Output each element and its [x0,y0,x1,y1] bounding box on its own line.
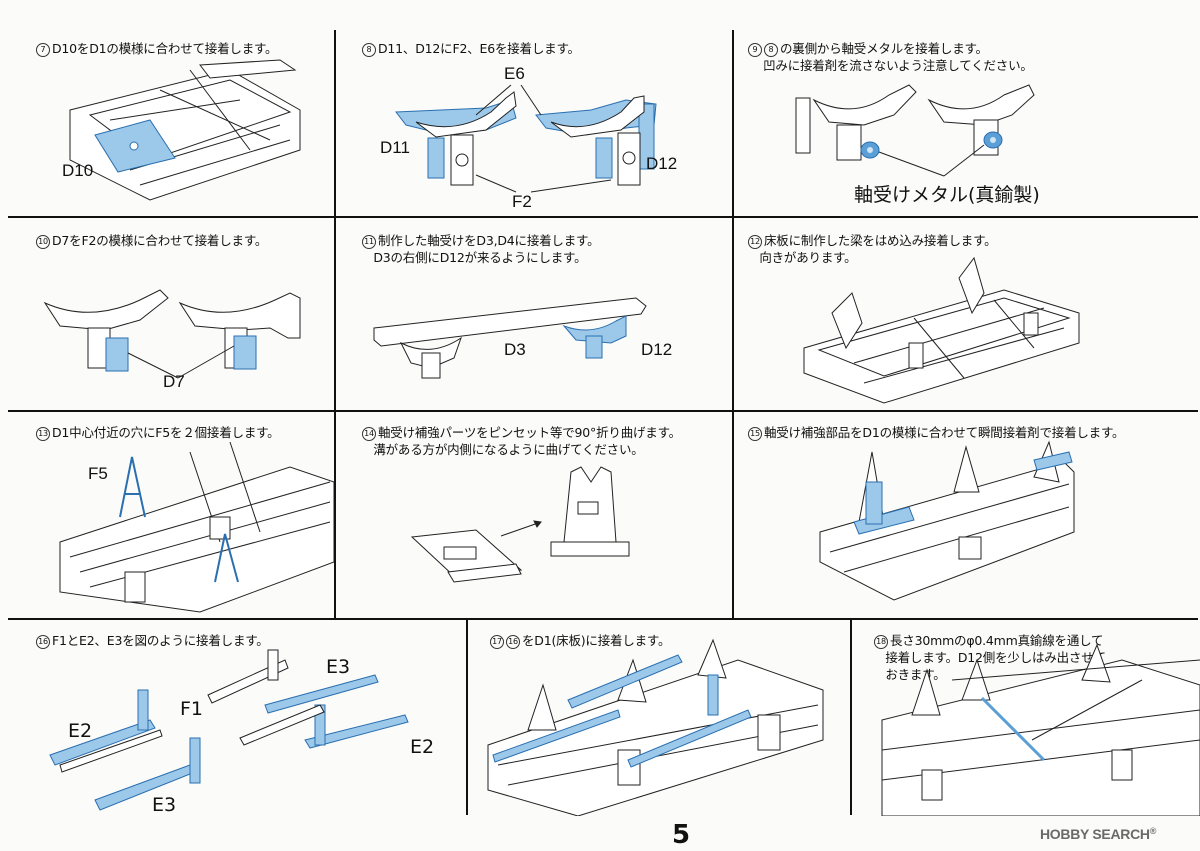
step-18-diagram [881,643,1200,816]
col-divider-r4b [850,620,852,815]
step-15-number: 15 [748,427,762,441]
step-7-number: 7 [36,43,50,57]
step-10-number: 10 [36,235,50,249]
label-e3-bottom: E3 [152,794,177,816]
step-15-diagram [819,440,1075,601]
label-d11: D11 [380,138,410,157]
step-16-diagram [49,649,409,811]
col-divider-r1b [732,30,734,620]
label-e2-right: E2 [410,736,435,758]
label-f2: F2 [512,192,532,211]
row-divider-2 [8,410,1198,412]
label-bearing-metal: 軸受けメタル(真鍮製) [854,184,1040,206]
step-13-diagram [59,441,334,613]
label-d12-step11: D12 [641,340,673,359]
step-11-diagram [373,297,647,379]
step-17-ref-number: 16 [506,635,520,649]
label-d7: D7 [163,372,185,391]
label-d10: D10 [62,161,94,180]
step-17-number: 17 [490,635,504,649]
hobby-search-logo-text: HOBBY SEARCH [1040,826,1150,842]
label-f5: F5 [88,464,108,483]
step-14-diagram [410,466,630,583]
row-divider-3 [8,618,1198,620]
step-13-number: 13 [36,427,50,441]
step-17-diagram [487,638,824,816]
step-7-diagram [69,59,301,201]
col-divider-r1a [334,30,336,620]
step-9-diagram [795,84,1035,177]
label-e3-top: E3 [326,656,351,678]
step-16-number: 16 [36,635,50,649]
step-8-number: 8 [362,43,376,57]
row-divider-1 [8,216,1198,218]
label-d12: D12 [646,154,678,173]
hobby-search-watermark: HOBBY SEARCH® [1040,826,1157,842]
label-f1: F1 [180,698,204,720]
label-e2-left: E2 [68,720,93,742]
col-divider-r4a [466,620,468,815]
step-8-diagram [395,84,657,193]
step-12-diagram [803,256,1080,404]
page-number: 5 [672,820,691,850]
step-10-diagram [43,289,301,379]
label-e6: E6 [504,64,525,83]
label-d3: D3 [504,340,526,359]
